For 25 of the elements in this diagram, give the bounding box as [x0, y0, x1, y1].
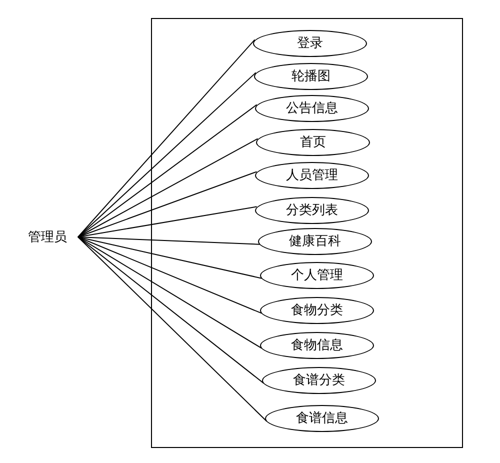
use-case-ellipse: 公告信息 — [255, 94, 369, 122]
use-case-ellipse: 食物信息 — [260, 332, 374, 358]
use-case-ellipse: 首页 — [256, 128, 370, 156]
use-case-ellipse: 轮播图 — [254, 62, 368, 90]
association-line — [78, 236, 264, 384]
association-line — [78, 236, 262, 279]
association-line — [78, 72, 256, 238]
association-line — [78, 236, 262, 349]
use-case-ellipse: 人员管理 — [255, 162, 369, 188]
use-case-ellipse: 食谱分类 — [262, 366, 376, 394]
use-case-ellipse: 个人管理 — [260, 262, 374, 288]
association-line — [78, 138, 258, 238]
association-line — [78, 39, 256, 238]
use-case-ellipse: 健康百科 — [258, 228, 372, 254]
association-line — [78, 104, 258, 238]
association-line — [78, 236, 260, 245]
use-case-ellipse: 登录 — [253, 30, 367, 56]
use-case-ellipse: 分类列表 — [255, 196, 369, 224]
use-case-ellipse: 食物分类 — [260, 296, 374, 324]
use-case-ellipse: 食谱信息 — [265, 404, 379, 432]
actor-label: 管理员 — [28, 228, 78, 246]
association-line — [78, 206, 258, 238]
association-line — [78, 171, 258, 238]
association-line — [78, 236, 268, 422]
association-line — [78, 236, 262, 314]
